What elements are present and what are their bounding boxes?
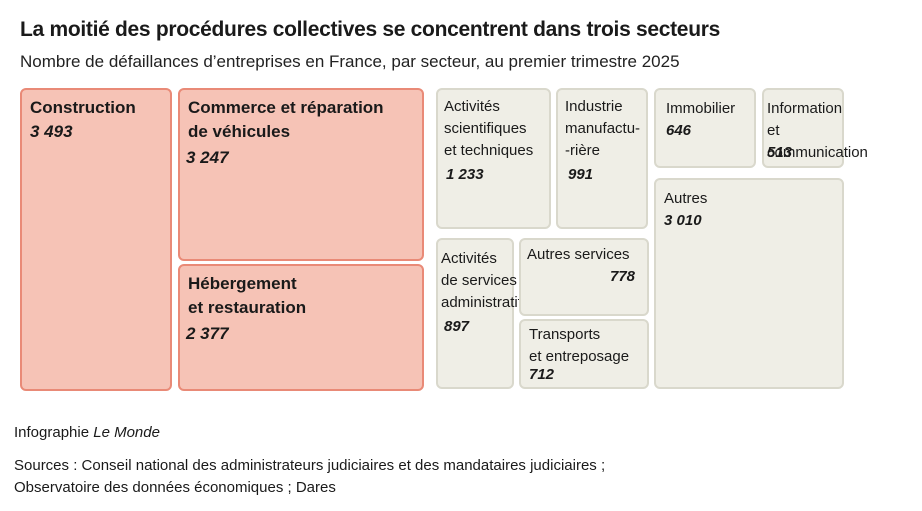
tile-label: Transports et entreposage bbox=[529, 326, 630, 365]
chart-subtitle: Nombre de défaillances d’entreprises en … bbox=[20, 52, 680, 71]
tile-value: 3 493 bbox=[30, 122, 73, 141]
tile-value: 2 377 bbox=[186, 324, 229, 343]
tile-activites-de-services-administratifs: Activités de services administratifs 897 bbox=[436, 238, 529, 389]
chart-title: La moitié des procédures collectives se … bbox=[20, 18, 720, 41]
tile-label: Industrie manufactu- -rière bbox=[565, 98, 641, 159]
tile-label: Activités de services administratifs bbox=[441, 250, 530, 311]
tile-autres: Autres 3 010 bbox=[654, 178, 844, 389]
tile-label: Information et communication bbox=[767, 100, 868, 161]
tile-label: Construction bbox=[30, 98, 136, 117]
tile-value: 646 bbox=[666, 122, 692, 139]
tile-industrie-manufacturiere: Industrie manufactu- -rière 991 bbox=[556, 88, 648, 229]
tile-label: Activités scientifiques et techniques bbox=[444, 98, 534, 159]
tile-value: 3 247 bbox=[186, 148, 229, 167]
sources: Sources : Conseil national des administr… bbox=[14, 457, 606, 496]
tile-value: 897 bbox=[444, 318, 470, 335]
tile-value: 712 bbox=[529, 366, 555, 383]
credit-name: Le Monde bbox=[93, 424, 160, 441]
tile-label: Autres bbox=[664, 190, 708, 207]
tile-label: Immobilier bbox=[666, 100, 736, 117]
credit-prefix: Infographie bbox=[14, 424, 94, 441]
tile-autres-services: Autres services 778 bbox=[519, 238, 649, 316]
tile-label: Commerce et réparation de véhicules bbox=[188, 98, 384, 141]
tile-value: 991 bbox=[568, 166, 594, 183]
tile-activites-scientifiques-et-techniques: Activités scientifiques et techniques 1 2… bbox=[436, 88, 551, 229]
tile-value: 1 233 bbox=[446, 166, 484, 183]
tile-label: Autres services bbox=[527, 246, 630, 263]
tile-commerce-et-reparation-de-vehicules: Commerce et réparation de véhicules 3 247 bbox=[178, 88, 424, 261]
tile-label: Hébergement et restauration bbox=[188, 274, 307, 317]
tile-value: 513 bbox=[767, 144, 793, 161]
tile-immobilier: Immobilier 646 bbox=[654, 88, 756, 168]
tile-hebergement-et-restauration: Hébergement et restauration 2 377 bbox=[178, 264, 424, 391]
tile-value: 778 bbox=[610, 268, 636, 285]
tile-construction: Construction 3 493 bbox=[20, 88, 172, 391]
tile-value: 3 010 bbox=[664, 212, 702, 229]
credit: Infographie Le Monde bbox=[14, 424, 160, 441]
